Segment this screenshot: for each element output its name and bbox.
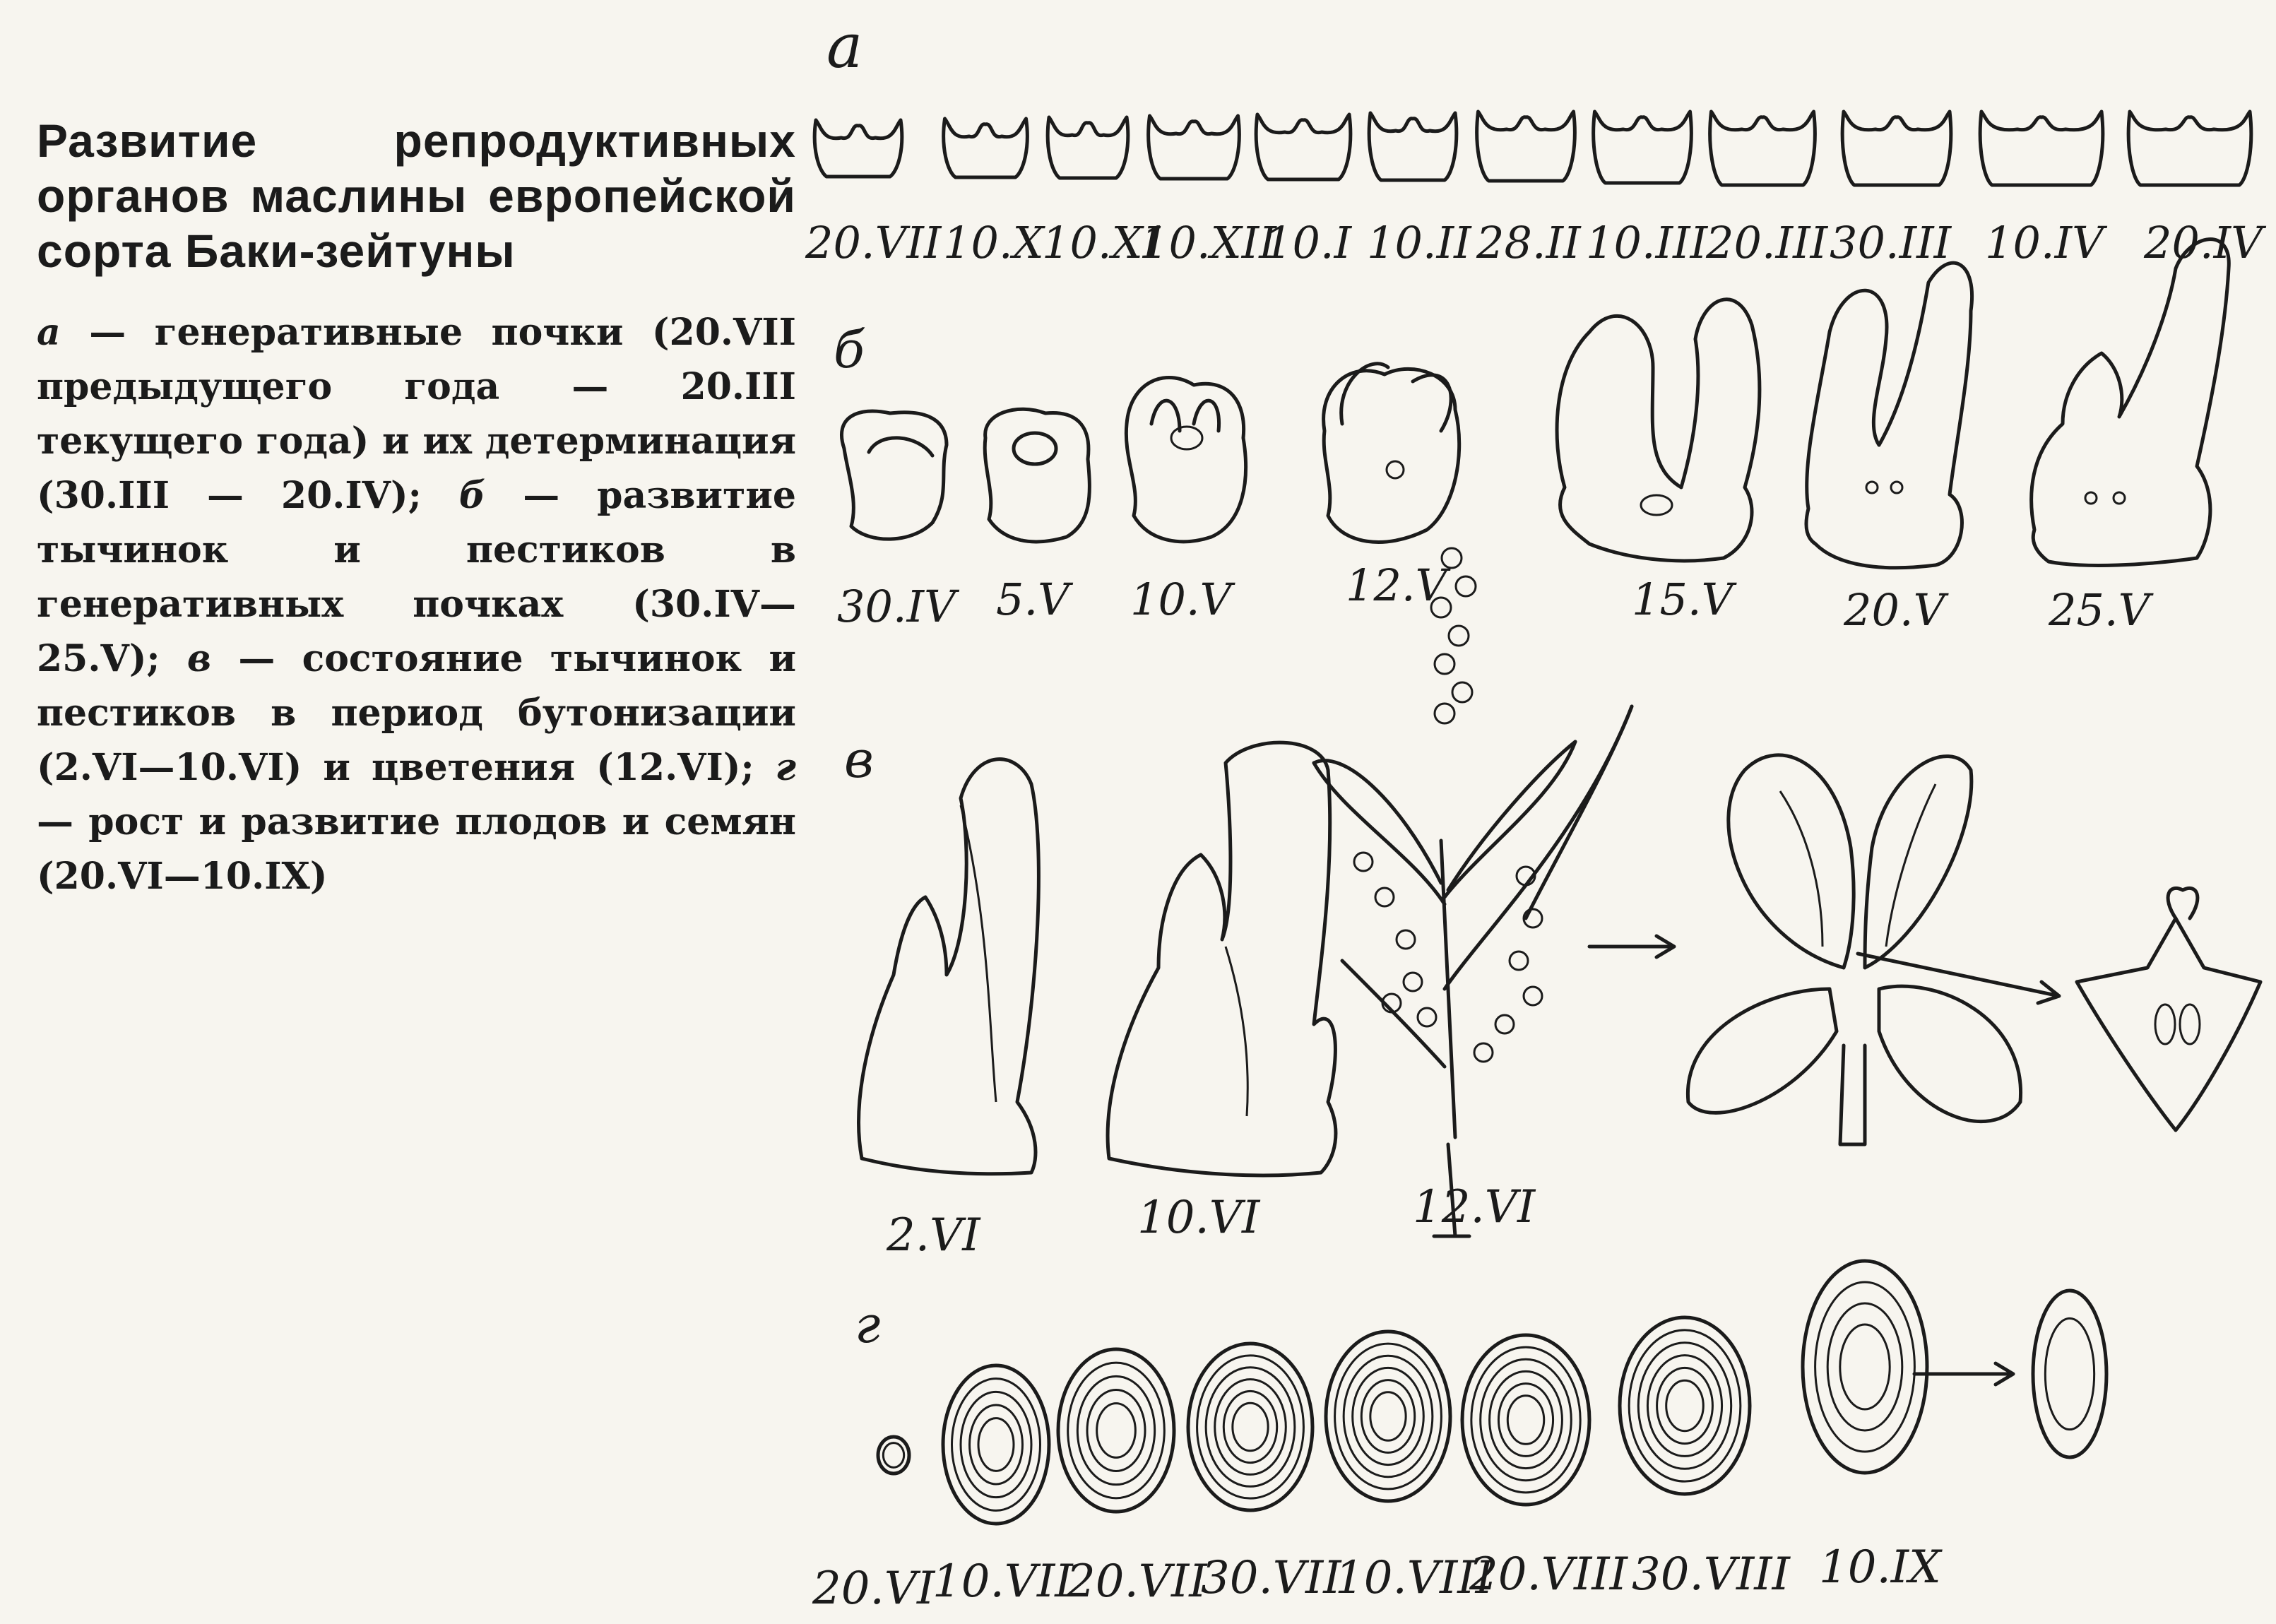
bud-drawing: [2128, 112, 2251, 185]
flower-bud-opening: [2032, 239, 2229, 566]
row-g-fruits: [878, 1261, 2106, 1524]
date-label: 10.X: [943, 217, 1046, 268]
date-label: 30.IV: [837, 581, 960, 632]
flowering-branch-drawing: [1314, 548, 1632, 1236]
bud-drawing: [1324, 364, 1459, 543]
stamen-pistil-drawing: [859, 759, 1039, 1174]
row-letter-a: а: [826, 11, 863, 82]
bud-drawing: [1980, 112, 2103, 185]
row-v-date-labels: 2.VI 10.VI 12.VI: [886, 1181, 1536, 1262]
row-b-date-labels: 30.IV 5.V 10.V 12.V 15.V 20.V 25.V: [837, 559, 2155, 636]
date-label: 20.VIII: [1469, 1548, 1629, 1601]
date-label: 2.VI: [886, 1209, 981, 1262]
fruit-section-drawing: [1326, 1332, 1450, 1501]
fruit-section-drawing: [1803, 1261, 1927, 1473]
fruit-section-drawing: [1462, 1335, 1589, 1505]
bud-drawing: [841, 411, 947, 539]
bud-drawing: [1149, 116, 1240, 179]
date-label: 20.VII: [1066, 1555, 1208, 1608]
pointer-arrow: [1589, 936, 1674, 957]
stamen-pistil-drawing: [1108, 742, 1336, 1175]
row-g-date-labels: 20.VI 10.VII 20.VII 30.VII 10.VIII 20.VI…: [812, 1541, 1943, 1615]
fruit-section-drawing: [943, 1365, 1049, 1524]
row-b-drawings: [841, 239, 2229, 568]
row-letter-b: б: [834, 320, 865, 379]
date-label: 10.IV: [1985, 217, 2108, 268]
date-label: 10.I: [1264, 217, 1353, 268]
date-label: 10.VI: [1137, 1192, 1261, 1244]
flower-bud-opening: [1806, 263, 1972, 568]
fruit-section-drawing: [2033, 1291, 2106, 1457]
date-label: 5.V: [996, 574, 1074, 625]
fruit-section-drawing: [1058, 1349, 1174, 1512]
pointer-arrow: [1914, 1363, 2013, 1385]
flower-cluster: [1474, 867, 1542, 1062]
date-label: 20.IV: [2143, 217, 2267, 268]
date-label: 10.V: [1130, 574, 1236, 625]
pistil-section-drawing: [2077, 888, 2260, 1130]
date-label: 20.III: [1705, 217, 1829, 268]
row-letter-v: в: [844, 730, 874, 789]
date-label: 15.V: [1632, 574, 1738, 625]
row-a-buds: [814, 112, 2251, 185]
date-label: 10.VII: [932, 1555, 1074, 1608]
bud-drawing: [1842, 112, 1951, 185]
bud-drawing: [1126, 377, 1245, 541]
date-label: 12.V: [1346, 559, 1452, 611]
date-label: 10.XII: [1141, 217, 1277, 268]
bud-drawing: [1477, 112, 1575, 181]
date-label: 10.II: [1367, 217, 1472, 268]
flower-bud-opening: [1557, 300, 1760, 561]
fruit-section-drawing: [1620, 1317, 1750, 1494]
open-flower-drawing: [1688, 755, 2020, 1144]
date-label: 10.III: [1586, 217, 1709, 268]
bud-drawing: [1369, 113, 1457, 180]
date-label: 10.IX: [1819, 1541, 1943, 1594]
bud-drawing: [985, 409, 1089, 542]
bud-drawing: [1594, 112, 1692, 183]
bud-drawing: [1048, 117, 1128, 178]
bud-drawing: [1256, 114, 1351, 179]
date-label: 30.III: [1830, 217, 1952, 268]
fruit-section-drawing: [1188, 1344, 1312, 1510]
date-label: 20.V: [1843, 584, 1950, 636]
date-label: 20.VII: [805, 217, 942, 268]
date-label: 20.VI: [812, 1563, 936, 1615]
pointer-arrow: [1858, 954, 2059, 1003]
row-letter-g: г: [855, 1295, 880, 1354]
fruit-section-drawing: [878, 1437, 909, 1474]
date-label: 30.VII: [1201, 1552, 1342, 1604]
row-a-date-labels: 20.VII 10.X 10.XI 10.XII 10.I 10.II 28.I…: [805, 217, 2267, 268]
date-label: 28.II: [1476, 217, 1582, 268]
row-v-drawings: [859, 548, 2260, 1236]
bud-drawing: [944, 119, 1028, 177]
date-label: 30.VIII: [1632, 1548, 1791, 1601]
bud-drawing: [1710, 112, 1815, 185]
date-label: 25.V: [2048, 584, 2155, 636]
date-label: 12.VI: [1413, 1181, 1536, 1233]
bud-drawing: [814, 120, 902, 177]
